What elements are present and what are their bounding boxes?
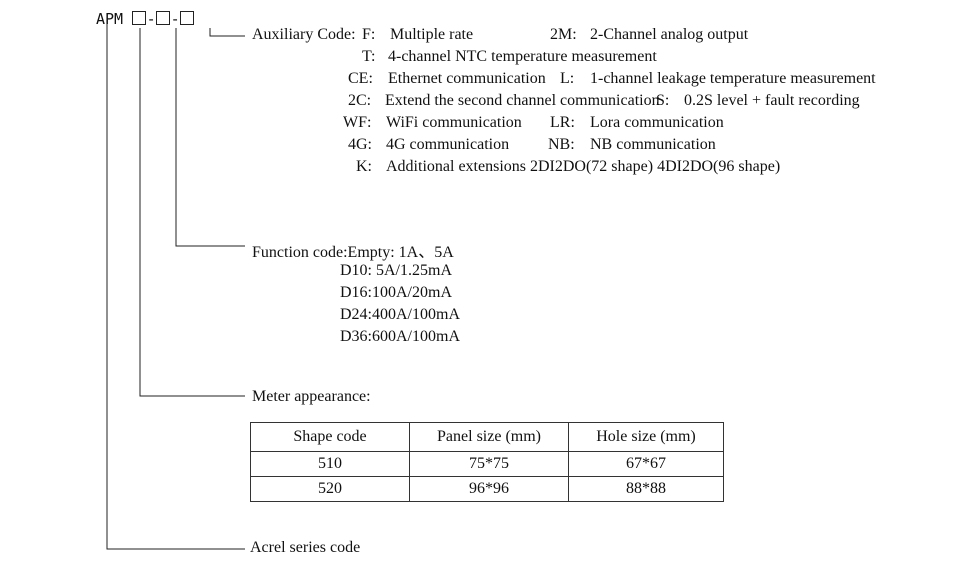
appearance-slot-box	[132, 11, 147, 25]
table-header-row: Shape code Panel size (mm) Hole size (mm…	[250, 422, 724, 452]
function-slot-box	[156, 11, 171, 25]
table-cell: 510	[250, 451, 410, 477]
function-item: D36:600A/100mA	[340, 328, 460, 345]
table-cell: 75*75	[409, 451, 569, 477]
table-header: Hole size (mm)	[568, 422, 724, 452]
aux-text: Multiple rate	[390, 26, 474, 43]
series-connector	[106, 24, 245, 550]
table-header: Panel size (mm)	[409, 422, 569, 452]
aux-code: S:	[656, 92, 670, 109]
aux-text: Extend the second channel communication	[385, 92, 660, 109]
table-cell: 88*88	[568, 476, 724, 502]
aux-code: 2C:	[348, 92, 372, 109]
aux-code: 4G:	[348, 136, 372, 153]
aux-text: 1-channel leakage temperature measuremen…	[590, 70, 876, 87]
appearance-connector	[139, 28, 245, 397]
aux-code: LR:	[550, 114, 575, 131]
function-item: D24:400A/100mA	[340, 306, 460, 323]
aux-text: 0.2S level + fault recording	[684, 92, 860, 109]
table-row: 520 96*96 88*88	[250, 476, 724, 502]
aux-text: 4-channel NTC temperature measurement	[388, 48, 657, 65]
aux-code: CE:	[348, 70, 373, 87]
table-header: Shape code	[250, 422, 410, 452]
aux-text: WiFi communication	[386, 114, 522, 131]
aux-code: NB:	[548, 136, 575, 153]
function-first: Empty: 1A、5A	[347, 244, 454, 261]
aux-code: L:	[560, 70, 575, 87]
aux-text: 2-Channel analog output	[590, 26, 749, 43]
aux-code: K:	[356, 158, 372, 175]
aux-text: Lora communication	[590, 114, 724, 131]
function-label: Function code:Empty: 1A、5A	[252, 238, 454, 262]
aux-text: 4G communication	[386, 136, 510, 153]
aux-text: Ethernet communication	[388, 70, 546, 87]
series-label: Acrel series code	[250, 539, 361, 556]
aux-text: Additional extensions 2DI2DO(72 shape) 4…	[386, 158, 781, 175]
aux-text: NB communication	[590, 136, 716, 153]
model-code: APM --	[96, 10, 195, 28]
appearance-label: Meter appearance:	[252, 388, 371, 405]
auxiliary-label: Auxiliary Code:	[252, 26, 356, 43]
function-item: D10: 5A/1.25mA	[340, 262, 452, 279]
aux-code: F:	[362, 26, 376, 43]
table-cell: 96*96	[409, 476, 569, 502]
separator: -	[170, 10, 180, 28]
function-connector	[175, 28, 245, 247]
table-cell: 67*67	[568, 451, 724, 477]
aux-code: WF:	[343, 114, 372, 131]
function-item: D16:100A/20mA	[340, 284, 452, 301]
aux-code: 2M:	[550, 26, 577, 43]
model-prefix: APM	[96, 10, 124, 28]
auxiliary-slot-box	[180, 11, 195, 25]
appearance-table: Shape code Panel size (mm) Hole size (mm…	[250, 422, 724, 502]
aux-code: T:	[362, 48, 376, 65]
auxiliary-connector	[209, 28, 245, 37]
table-cell: 520	[250, 476, 410, 502]
table-row: 510 75*75 67*67	[250, 451, 724, 477]
separator: -	[146, 10, 156, 28]
function-label-text: Function code:	[252, 244, 348, 261]
